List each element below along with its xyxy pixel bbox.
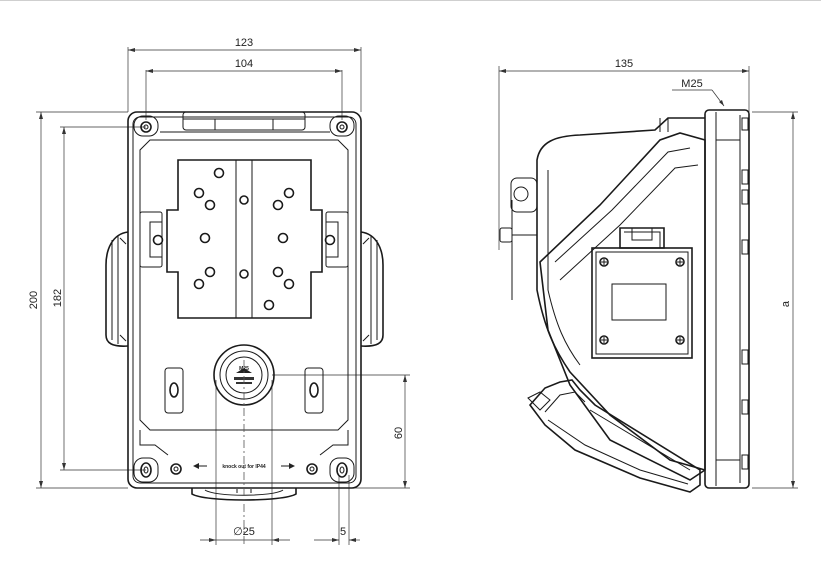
gland-label: M25 (239, 366, 249, 372)
dim-label-135: 135 (615, 58, 633, 70)
mounting-holes (133, 115, 355, 483)
dim-label-a: a (780, 300, 792, 307)
dim-entry-diameter: ∅25 (200, 380, 290, 545)
enclosure-inner-lip (132, 116, 357, 484)
mount-hole-top-left (133, 115, 159, 137)
dim-label-m25: M25 (681, 78, 702, 90)
side-clips (105, 231, 384, 347)
front-view: 123 104 200 182 (28, 37, 410, 545)
lower-slots (164, 367, 324, 414)
bottom-cover (527, 379, 701, 493)
dim-height-var: a (752, 111, 798, 489)
dim-label-5: 5 (340, 526, 346, 538)
arrow-up-icon (236, 368, 252, 373)
dim-thread-leader: M25 (672, 78, 725, 107)
socket-housing (539, 132, 706, 481)
dim-entry-offset: 60 (272, 374, 410, 489)
mounting-plate (166, 159, 323, 319)
notch-right (319, 430, 349, 456)
hinge-knob (499, 177, 538, 300)
mount-hole-bottom-left (133, 457, 159, 483)
dim-hole-height: 182 (52, 126, 146, 471)
socket-face (591, 227, 693, 359)
side-slots (139, 211, 349, 268)
notch-left (139, 430, 169, 456)
dim-label-123: 123 (235, 37, 253, 49)
dim-hole-diameter: 5 (314, 475, 360, 545)
dim-label-182: 182 (52, 289, 64, 307)
knockout-hint: knock out for IP44 (193, 463, 295, 470)
enclosure-outline (127, 111, 362, 489)
side-view: 135 M25 a (498, 58, 798, 493)
dim-label-104: 104 (235, 58, 253, 70)
dim-depth: 135 (498, 58, 750, 250)
dim-overall-height: 200 (28, 111, 128, 489)
dim-label-60: 60 (393, 427, 405, 439)
rear-panel (704, 109, 750, 489)
dim-hole-width: 104 (145, 58, 343, 120)
dim-label-200: 200 (28, 291, 40, 309)
top-border (0, 0, 821, 4)
top-hinge (160, 111, 330, 133)
dim-overall-width: 123 (127, 37, 362, 112)
mount-hole-top-right (329, 115, 355, 137)
body-profile (536, 117, 706, 471)
cable-entry-knockout: M25 (213, 344, 275, 545)
knockout-text: knock out for IP44 (222, 464, 266, 470)
mount-hole-bottom-right (329, 457, 355, 483)
